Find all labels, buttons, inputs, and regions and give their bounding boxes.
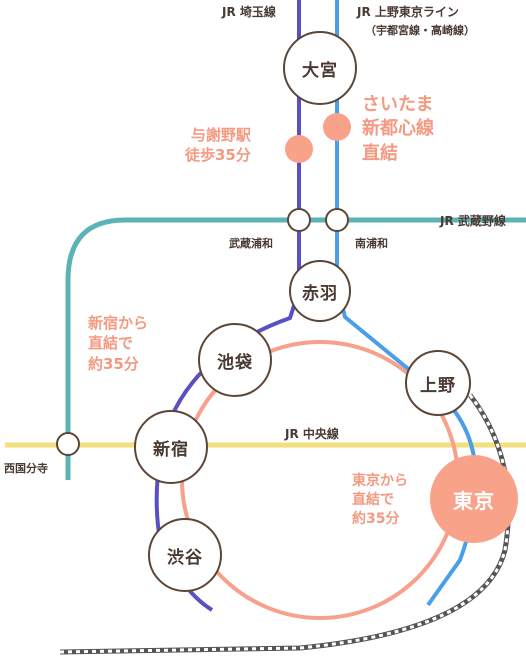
yono-note: 与謝野駅 徒歩35分 [185,125,251,166]
station-musashi-urawa [287,208,311,232]
musashi-urawa-label: 武蔵浦和 [229,237,273,250]
station-ikebukuro: 池袋 [198,323,272,397]
station-shinjuku: 新宿 [134,410,208,484]
station-omiya: 大宮 [283,31,357,105]
shinjuku-note-line-3: 約35分 [88,354,139,373]
station-minami-urawa [325,208,349,232]
station-nishi-kokubunji [56,432,80,456]
saitama-note-line-3: 直結 [362,142,398,164]
minami-urawa-label: 南浦和 [355,237,388,250]
saitama-shintoshin-dot [323,113,351,141]
station-ueno: 上野 [405,350,471,416]
ueno-tokyo-line-label: JR 上野東京ライン [357,5,459,19]
yono-note-line-2: 徒歩35分 [185,146,251,165]
tokyo-note-line-1: 東京から [352,473,408,489]
ueno-tokyo-line-sublabel: （宇都宮線・高崎線） [365,24,475,37]
musashino-line-label: JR 武蔵野線 [440,214,506,228]
station-akabane: 赤羽 [289,260,351,322]
saitama-note-line-2: 新都心線 [362,118,434,140]
saikyo-line-label: JR 埼玉線 [222,5,276,19]
yono-note-line-1: 与謝野駅 [190,126,251,144]
saitama-shintoshin-note: さいたま 新都心線 直結 [362,93,434,166]
tokyo-note: 東京から 直結で 約35分 [352,472,408,529]
tokyo-note-line-2: 直結で [352,491,394,508]
shinjuku-note-line-1: 新宿から [88,314,149,332]
station-tokyo: 東京 [430,455,518,543]
shinkansen-line-ties [59,394,510,654]
nishi-kokubunji-label: 西国分寺 [4,462,48,475]
shinjuku-note-line-2: 直結で [88,334,134,353]
musashino-line [65,217,526,480]
chuo-line-label: JR 中央線 [285,427,339,441]
shinjuku-note: 新宿から 直結で 約35分 [88,313,148,374]
saitama-note-line-1: さいたま [362,94,434,115]
yono-dot [285,135,313,163]
tokyo-note-line-3: 約35分 [352,510,400,527]
station-shibuya: 渋谷 [148,518,222,592]
